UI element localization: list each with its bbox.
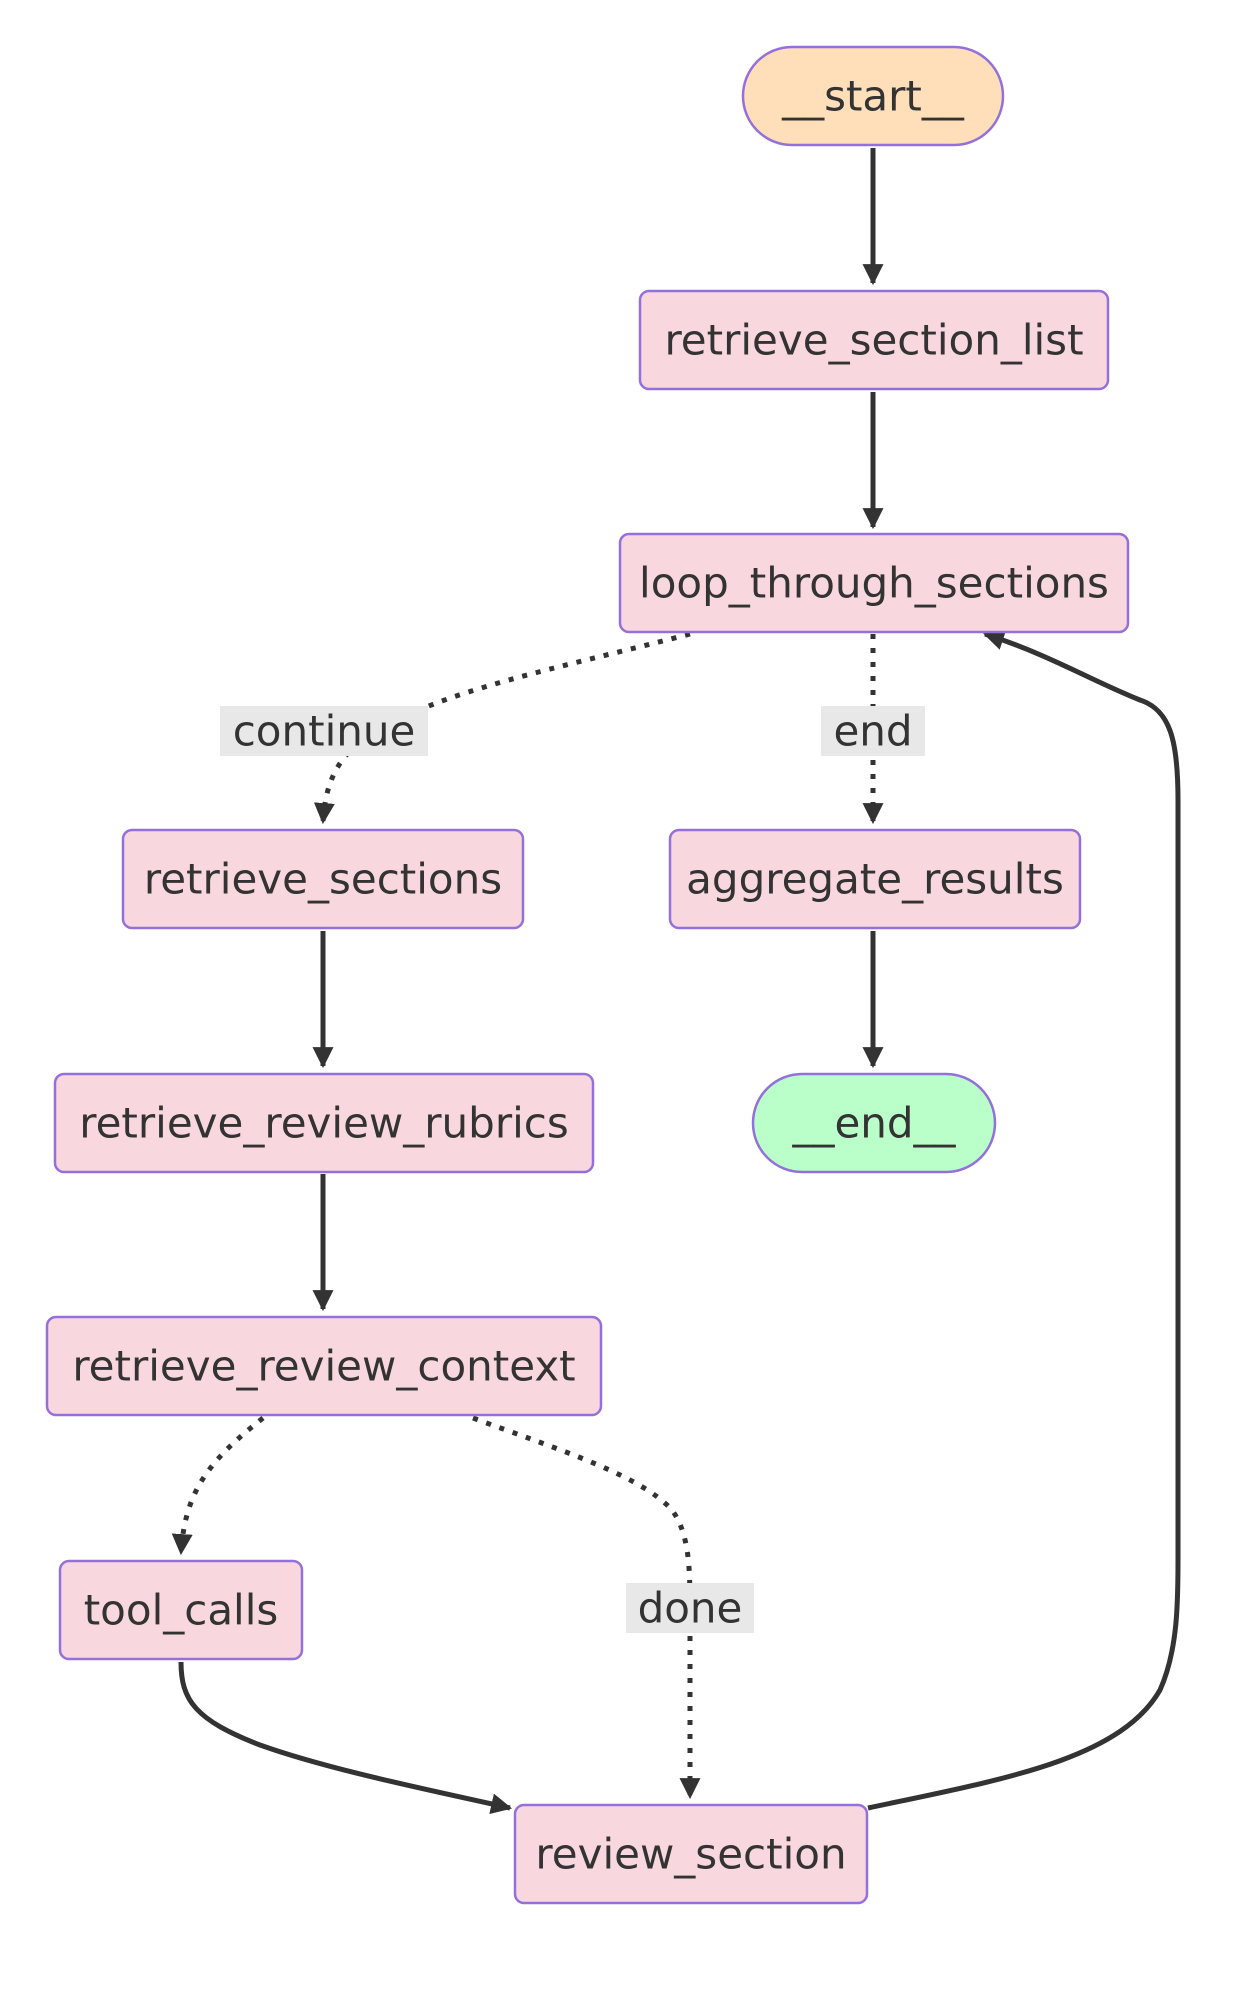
node-retrieve-sections-label: retrieve_sections <box>144 855 502 904</box>
edge-label-done: done <box>626 1583 754 1633</box>
edge-label-end-text: end <box>833 707 912 756</box>
node-retrieve-review-rubrics-label: retrieve_review_rubrics <box>79 1099 568 1148</box>
edge-label-continue: continue <box>220 706 428 756</box>
node-retrieve-review-context-label: retrieve_review_context <box>72 1342 575 1391</box>
node-aggregate-results[interactable]: aggregate_results <box>668 828 1082 930</box>
node-retrieve-review-rubrics[interactable]: retrieve_review_rubrics <box>53 1072 595 1174</box>
node-loop-through-sections[interactable]: loop_through_sections <box>618 532 1130 634</box>
edge-label-done-text: done <box>638 1584 743 1633</box>
node-aggregate-results-label: aggregate_results <box>686 855 1064 904</box>
edge-context-to-review-section <box>472 1415 701 1800</box>
edge-review-section-to-loop <box>867 629 1181 1811</box>
node-tool-calls[interactable]: tool_calls <box>58 1559 304 1661</box>
edge-tool-calls-to-review-section <box>178 1661 513 1815</box>
node-tool-calls-label: tool_calls <box>84 1586 279 1635</box>
edge-label-continue-text: continue <box>233 707 416 756</box>
node-retrieve-sections[interactable]: retrieve_sections <box>121 828 525 930</box>
node-end[interactable]: __end__ <box>751 1072 997 1174</box>
node-retrieve-section-list-label: retrieve_section_list <box>664 316 1083 365</box>
edge-context-to-tool-calls <box>171 1416 265 1556</box>
node-loop-through-sections-label: loop_through_sections <box>639 559 1109 608</box>
node-start[interactable]: __start__ <box>741 45 1005 147</box>
node-retrieve-section-list[interactable]: retrieve_section_list <box>638 289 1110 391</box>
node-retrieve-review-context[interactable]: retrieve_review_context <box>45 1315 603 1417</box>
node-end-label: __end__ <box>791 1099 956 1148</box>
edges-layer <box>171 148 1181 1815</box>
node-review-section[interactable]: review_section <box>513 1803 869 1905</box>
node-review-section-label: review_section <box>535 1830 846 1879</box>
node-start-label: __start__ <box>781 72 965 121</box>
edge-label-end: end <box>821 706 925 756</box>
